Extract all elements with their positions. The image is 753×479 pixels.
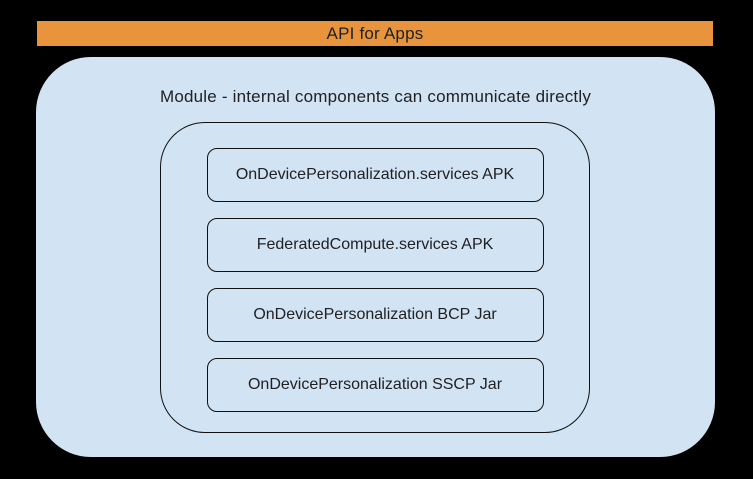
component-label: OnDevicePersonalization SSCP Jar: [247, 376, 503, 393]
api-for-apps-banner: API for Apps: [37, 21, 713, 46]
component-box-federatedcompute-services-apk: FederatedCompute.services APK: [206, 218, 544, 272]
module-container: Module - internal components can communi…: [36, 57, 715, 457]
module-title: Module - internal components can communi…: [159, 87, 592, 106]
component-label: OnDevicePersonalization.services APK: [235, 166, 515, 183]
api-for-apps-label: API for Apps: [326, 23, 424, 43]
component-label: OnDevicePersonalization BCP Jar: [253, 306, 497, 323]
component-label: FederatedCompute.services APK: [256, 236, 494, 253]
component-box-odp-sscp-jar: OnDevicePersonalization SSCP Jar: [206, 358, 544, 412]
component-box-odp-bcp-jar: OnDevicePersonalization BCP Jar: [206, 288, 544, 342]
component-box-odp-services-apk: OnDevicePersonalization.services APK: [206, 148, 544, 202]
module-inner-group: OnDevicePersonalization.services APK Fed…: [160, 122, 590, 433]
